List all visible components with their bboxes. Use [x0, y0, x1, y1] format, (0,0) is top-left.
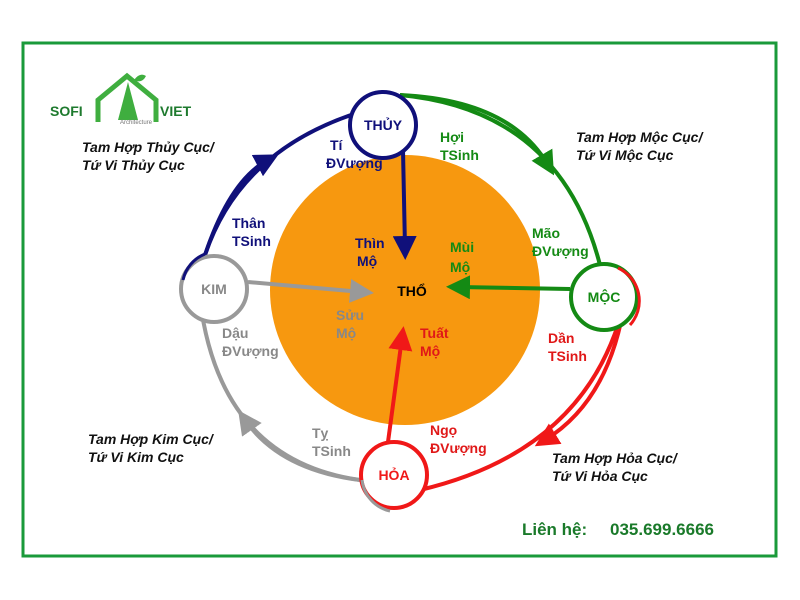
contact-phone: 035.699.6666 — [610, 520, 714, 539]
svg-text:Sửu: Sửu — [336, 307, 364, 323]
svg-text:Mộ: Mộ — [336, 325, 356, 341]
svg-text:Tam Hợp Kim Cục/: Tam Hợp Kim Cục/ — [88, 431, 215, 447]
svg-text:Mộ: Mộ — [450, 259, 470, 275]
svg-text:Mùi: Mùi — [450, 239, 474, 255]
logo-text-right: VIET — [160, 103, 192, 119]
svg-text:KIM: KIM — [201, 281, 227, 297]
captions: Tam Hợp Thủy Cục/Tứ Vi Thủy Cục Tam Hợp … — [82, 129, 704, 484]
svg-text:Tam Hợp Mộc Cục/: Tam Hợp Mộc Cục/ — [576, 129, 704, 145]
svg-text:ĐVượng: ĐVượng — [532, 243, 589, 259]
svg-text:Mão: Mão — [532, 225, 560, 241]
svg-text:Tam Hợp Hỏa Cục/: Tam Hợp Hỏa Cục/ — [552, 450, 679, 466]
logo: SOFI VIET Architecture — [50, 72, 192, 126]
svg-text:Tuất: Tuất — [420, 325, 449, 341]
contact-label: Liên hệ: — [522, 520, 587, 539]
svg-text:TSinh: TSinh — [548, 348, 587, 364]
house-icon — [95, 72, 159, 122]
wood-arrow — [446, 275, 571, 300]
svg-text:MỘC: MỘC — [588, 288, 621, 305]
svg-text:Tí: Tí — [330, 137, 344, 153]
leaf-icon — [134, 74, 146, 82]
svg-text:Thân: Thân — [232, 215, 265, 231]
svg-text:Dậu: Dậu — [222, 325, 248, 341]
node-fire: HỎA — [359, 440, 429, 513]
logo-subtitle: Architecture — [120, 120, 153, 126]
node-wood: MỘC — [569, 262, 641, 332]
svg-text:HỎA: HỎA — [378, 466, 409, 483]
svg-text:Tỵ: Tỵ — [312, 425, 329, 441]
svg-text:Mộ: Mộ — [420, 343, 440, 359]
svg-text:TSinh: TSinh — [312, 443, 351, 459]
svg-text:Tứ Vi Mộc Cục: Tứ Vi Mộc Cục — [576, 147, 674, 163]
svg-text:ĐVượng: ĐVượng — [222, 343, 279, 359]
svg-text:ĐVượng: ĐVượng — [430, 440, 487, 456]
svg-text:Tứ Vi Hỏa Cục: Tứ Vi Hỏa Cục — [552, 468, 648, 484]
svg-text:Thìn: Thìn — [355, 235, 385, 251]
svg-text:Mộ: Mộ — [357, 253, 377, 269]
center-label: THỔ — [397, 282, 427, 299]
svg-text:Tứ Vi Kim Cục: Tứ Vi Kim Cục — [88, 449, 184, 465]
svg-text:ĐVượng: ĐVượng — [326, 155, 383, 171]
frame-border — [21, 41, 778, 558]
svg-text:TSinh: TSinh — [440, 147, 479, 163]
svg-text:Tứ Vi Thủy Cục: Tứ Vi Thủy Cục — [82, 157, 185, 173]
wood-arc — [399, 93, 602, 266]
metal-arrow — [247, 278, 374, 303]
fire-arrow — [386, 326, 413, 443]
svg-text:THỦY: THỦY — [364, 116, 403, 133]
water-arrow — [392, 149, 417, 260]
fire-arc — [419, 299, 627, 492]
svg-text:Hợi: Hợi — [440, 129, 464, 145]
earth-circle — [270, 155, 540, 425]
node-water: THỦY — [348, 90, 418, 160]
node-metal: KIM — [179, 252, 249, 324]
logo-text-left: SOFI — [50, 103, 83, 119]
svg-text:Dần: Dần — [548, 330, 574, 346]
svg-text:TSinh: TSinh — [232, 233, 271, 249]
svg-text:Tam Hợp Thủy Cục/: Tam Hợp Thủy Cục/ — [82, 139, 216, 155]
svg-text:Ngọ: Ngọ — [430, 422, 457, 438]
